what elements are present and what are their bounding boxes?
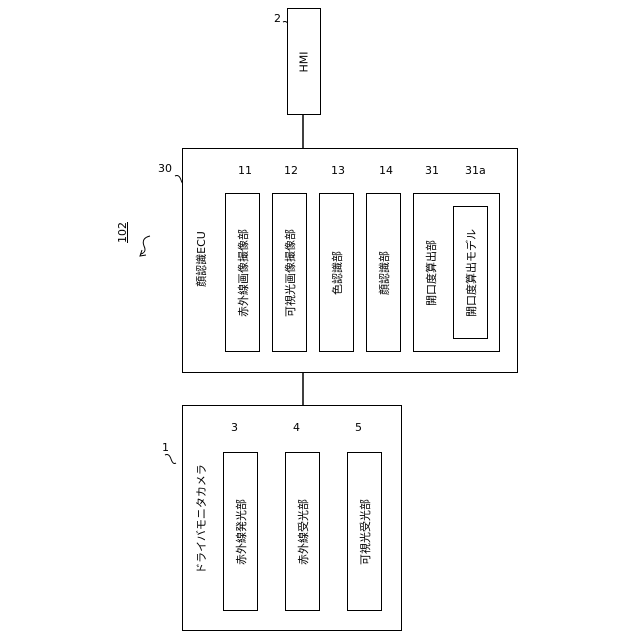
unit-infrared-imager: 赤外線画像撮像部 <box>225 193 260 352</box>
cam-infrared-receiver: 赤外線受光部 <box>285 452 320 611</box>
cam-infrared-emitter: 赤外線発光部 <box>223 452 258 611</box>
unit-31-label: 開口度算出部 <box>423 240 439 306</box>
unit-face-recognition: 顔認識部 <box>366 193 401 352</box>
cam-unit-3-label: 赤外線発光部 <box>233 499 249 565</box>
model-31a-ref: 31a <box>465 164 486 177</box>
camera-ref: 1 <box>162 441 169 454</box>
unit-14-ref: 14 <box>379 164 393 177</box>
ecu-ref: 30 <box>158 162 172 175</box>
ecu-label: 顔認識ECU <box>193 231 209 287</box>
cam-unit-4-ref: 4 <box>293 421 300 434</box>
unit-color-recognition: 色認識部 <box>319 193 354 352</box>
unit-14-label: 顔認識部 <box>376 251 392 295</box>
leader-cam <box>165 455 176 464</box>
cam-unit-3-ref: 3 <box>231 421 238 434</box>
unit-11-ref: 11 <box>238 164 252 177</box>
cam-visible-receiver: 可視光受光部 <box>347 452 382 611</box>
opening-calc-model: 開口度算出モデル <box>453 206 488 339</box>
unit-12-ref: 12 <box>284 164 298 177</box>
cam-unit-5-ref: 5 <box>355 421 362 434</box>
cam-unit-4-label: 赤外線受光部 <box>295 499 311 565</box>
hmi-ref: 2 <box>274 12 281 25</box>
cam-unit-5-label: 可視光受光部 <box>357 499 373 565</box>
camera-label: ドライバモニタカメラ <box>193 464 209 574</box>
model-31a-label: 開口度算出モデル <box>463 229 479 317</box>
diagram-id: 102 <box>116 222 129 243</box>
unit-13-ref: 13 <box>331 164 345 177</box>
unit-visible-imager: 可視光画像撮像部 <box>272 193 307 352</box>
unit-12-label: 可視光画像撮像部 <box>282 229 298 317</box>
diagram-id-arrow <box>141 236 150 254</box>
unit-13-label: 色認識部 <box>329 251 345 295</box>
hmi-label: HMI <box>298 51 311 72</box>
hmi-box: HMI <box>287 8 321 115</box>
unit-31-ref: 31 <box>425 164 439 177</box>
unit-11-label: 赤外線画像撮像部 <box>235 229 251 317</box>
